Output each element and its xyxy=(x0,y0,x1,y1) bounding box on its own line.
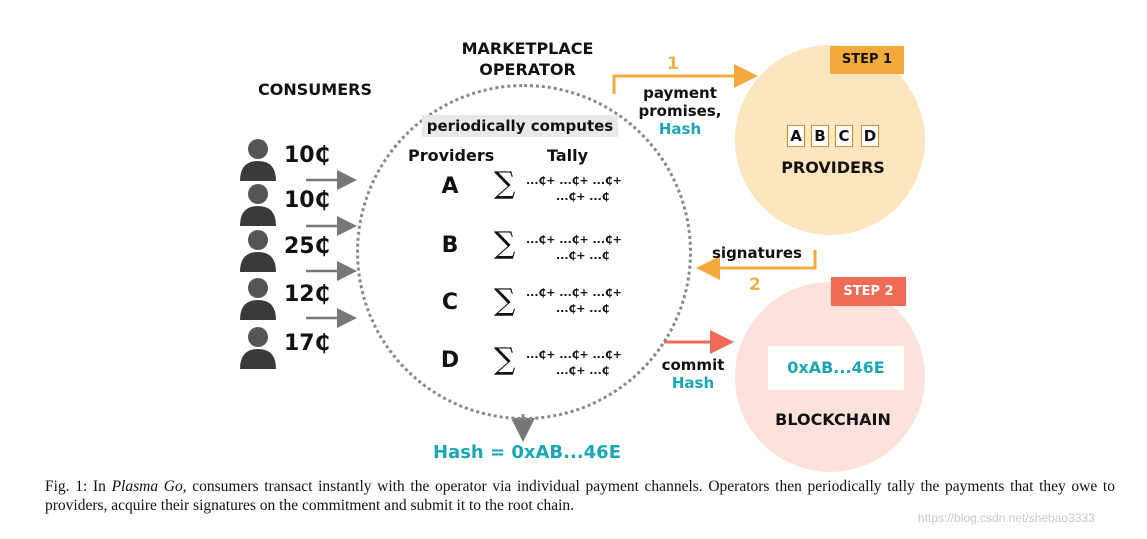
step2-badge: STEP 2 xyxy=(831,277,906,306)
person-icon xyxy=(240,327,276,369)
consumer-amount: 25₵ xyxy=(284,234,330,259)
provider-row-letter-c: C xyxy=(441,290,459,315)
consumer-amount: 12₵ xyxy=(284,282,330,307)
figure-caption: Fig. 1: In Plasma Go, consumers transact… xyxy=(45,477,1115,515)
consumer-amount: 10₵ xyxy=(284,143,330,168)
tally-line-2: ...₵+ ...₵ xyxy=(556,249,610,262)
step1-arrow xyxy=(612,64,758,94)
provider-box-b: B xyxy=(811,125,829,147)
tally-line-1: ...₵+ ...₵+ ...₵+ xyxy=(526,174,622,187)
commit-label-line1: commit xyxy=(661,356,725,374)
person-icon xyxy=(240,184,276,226)
hash-result: Hash = 0xAB...46E xyxy=(433,442,621,463)
commit-label: commit Hash xyxy=(653,356,733,392)
provider-row-letter-b: B xyxy=(441,233,459,258)
tally-line-2: ...₵+ ...₵ xyxy=(556,302,610,315)
providers-column-header: Providers xyxy=(408,146,495,165)
watermark: https://blog.csdn.net/shebao3333 xyxy=(918,511,1095,525)
provider-row-letter-d: D xyxy=(440,348,460,373)
sigma-icon: ∑ xyxy=(494,283,516,318)
provider-box-a: A xyxy=(787,125,805,147)
consumer-2: 10₵ xyxy=(238,182,358,226)
sigma-icon: ∑ xyxy=(494,166,516,201)
tally-line-1: ...₵+ ...₵+ ...₵+ xyxy=(526,233,622,246)
tally-column-header: Tally xyxy=(547,146,589,165)
person-icon xyxy=(240,278,276,320)
consumers-title: CONSUMERS xyxy=(258,80,372,99)
operator-title: MARKETPLACE OPERATOR xyxy=(440,38,615,80)
operator-title-line1: MARKETPLACE xyxy=(461,39,594,58)
tally-line-1: ...₵+ ...₵+ ...₵+ xyxy=(526,348,622,361)
provider-box-d: D xyxy=(861,125,879,147)
step2-arrow xyxy=(696,250,817,280)
sigma-icon: ∑ xyxy=(494,342,516,377)
consumer-1: 10₵ xyxy=(238,137,358,181)
operator-title-line2: OPERATOR xyxy=(479,60,576,79)
consumer-5: 17₵ xyxy=(238,325,358,369)
commit-label-hash: Hash xyxy=(671,374,715,392)
blockchain-hash: 0xAB...46E xyxy=(768,346,904,390)
step1-label: payment promises, Hash xyxy=(630,84,730,138)
consumer-4: 12₵ xyxy=(238,276,358,320)
blockchain-label: BLOCKCHAIN xyxy=(775,410,891,429)
step1-label-line1: payment xyxy=(643,84,717,102)
tally-line-2: ...₵+ ...₵ xyxy=(556,190,610,203)
person-icon xyxy=(240,139,276,181)
consumer-amount: 17₵ xyxy=(284,331,330,356)
computes-label: periodically computes xyxy=(422,115,618,137)
caption-prefix: Fig. 1: In xyxy=(45,478,112,495)
caption-rest: , consumers transact instantly with the … xyxy=(45,478,1115,514)
step1-number: 1 xyxy=(667,54,679,74)
consumer-amount: 10₵ xyxy=(284,188,330,213)
step1-badge: STEP 1 xyxy=(830,46,904,74)
step2-number: 2 xyxy=(749,275,761,295)
step1-label-hash: Hash xyxy=(658,120,702,138)
provider-row-letter-a: A xyxy=(441,174,459,199)
providers-label: PROVIDERS xyxy=(781,158,885,177)
tally-line-2: ...₵+ ...₵ xyxy=(556,364,610,377)
tally-line-1: ...₵+ ...₵+ ...₵+ xyxy=(526,286,622,299)
operator-circle xyxy=(356,84,692,420)
step1-label-line2: promises, xyxy=(638,102,722,120)
providers-circle xyxy=(735,45,925,235)
step2-label: signatures xyxy=(712,244,802,262)
person-icon xyxy=(240,230,276,272)
consumer-3: 25₵ xyxy=(238,228,358,272)
provider-box-c: C xyxy=(835,125,853,147)
sigma-icon: ∑ xyxy=(494,226,516,261)
caption-italic: Plasma Go xyxy=(111,478,183,495)
